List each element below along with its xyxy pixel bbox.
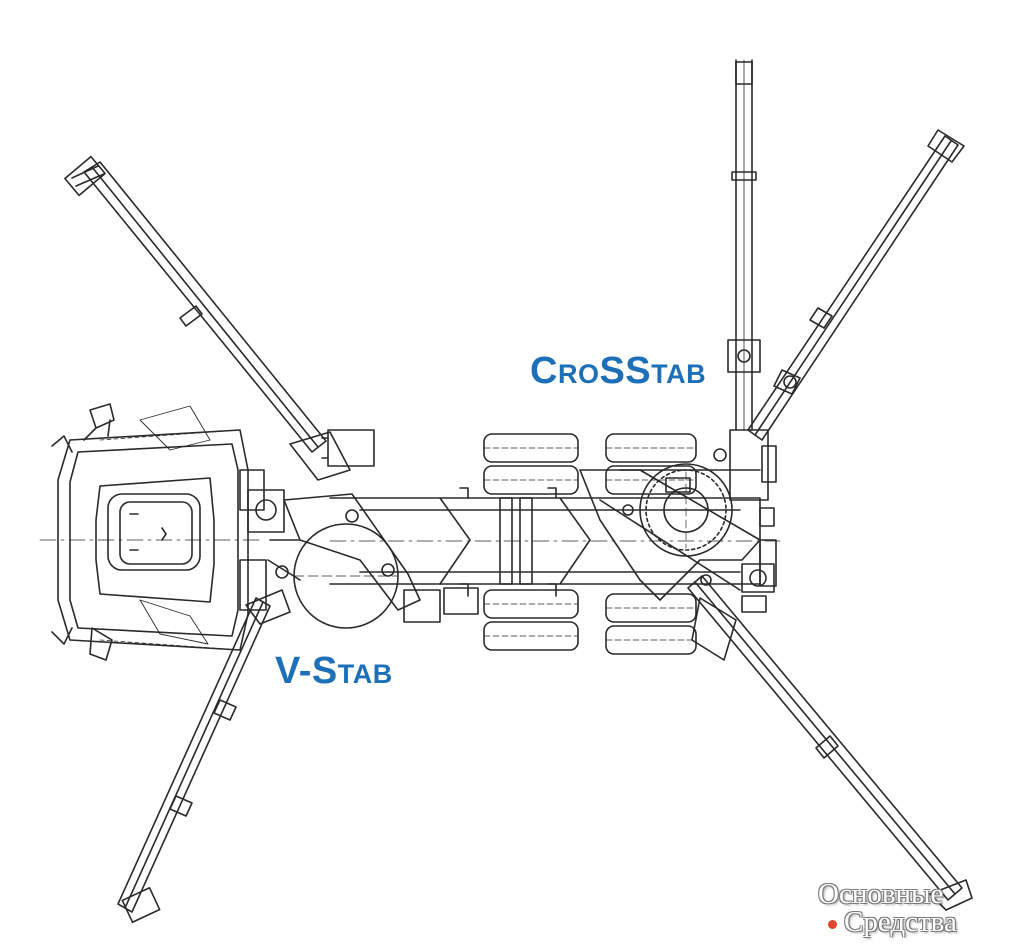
crosstab-label: CroSStab	[530, 350, 707, 392]
rear-right-diagonal-outrigger	[747, 129, 965, 441]
cab	[39, 403, 285, 661]
front-right-outrigger	[727, 59, 761, 431]
watermark-logo: Основные Средства	[818, 878, 1018, 942]
rear-end-details	[741, 445, 777, 613]
rear-axle-wheels-bottom	[605, 593, 697, 655]
vstab-frame	[267, 493, 421, 611]
watermark-line1: Основные	[818, 878, 944, 910]
front-axle-wheels-top	[483, 433, 579, 495]
rear-axle-wheels-top	[605, 433, 697, 495]
watermark-line2: Средства	[844, 906, 957, 938]
rear-right-outrigger	[687, 575, 973, 911]
front-axle-wheels-bottom	[483, 589, 579, 651]
crosstab-frame	[579, 429, 769, 601]
round-tank	[293, 523, 399, 629]
front-left-outrigger	[64, 155, 351, 481]
vstab-label: V-Stab	[275, 650, 393, 692]
rear-left-outrigger	[117, 589, 291, 924]
watermark-dot	[828, 920, 837, 929]
equipment-boxes	[321, 429, 479, 623]
